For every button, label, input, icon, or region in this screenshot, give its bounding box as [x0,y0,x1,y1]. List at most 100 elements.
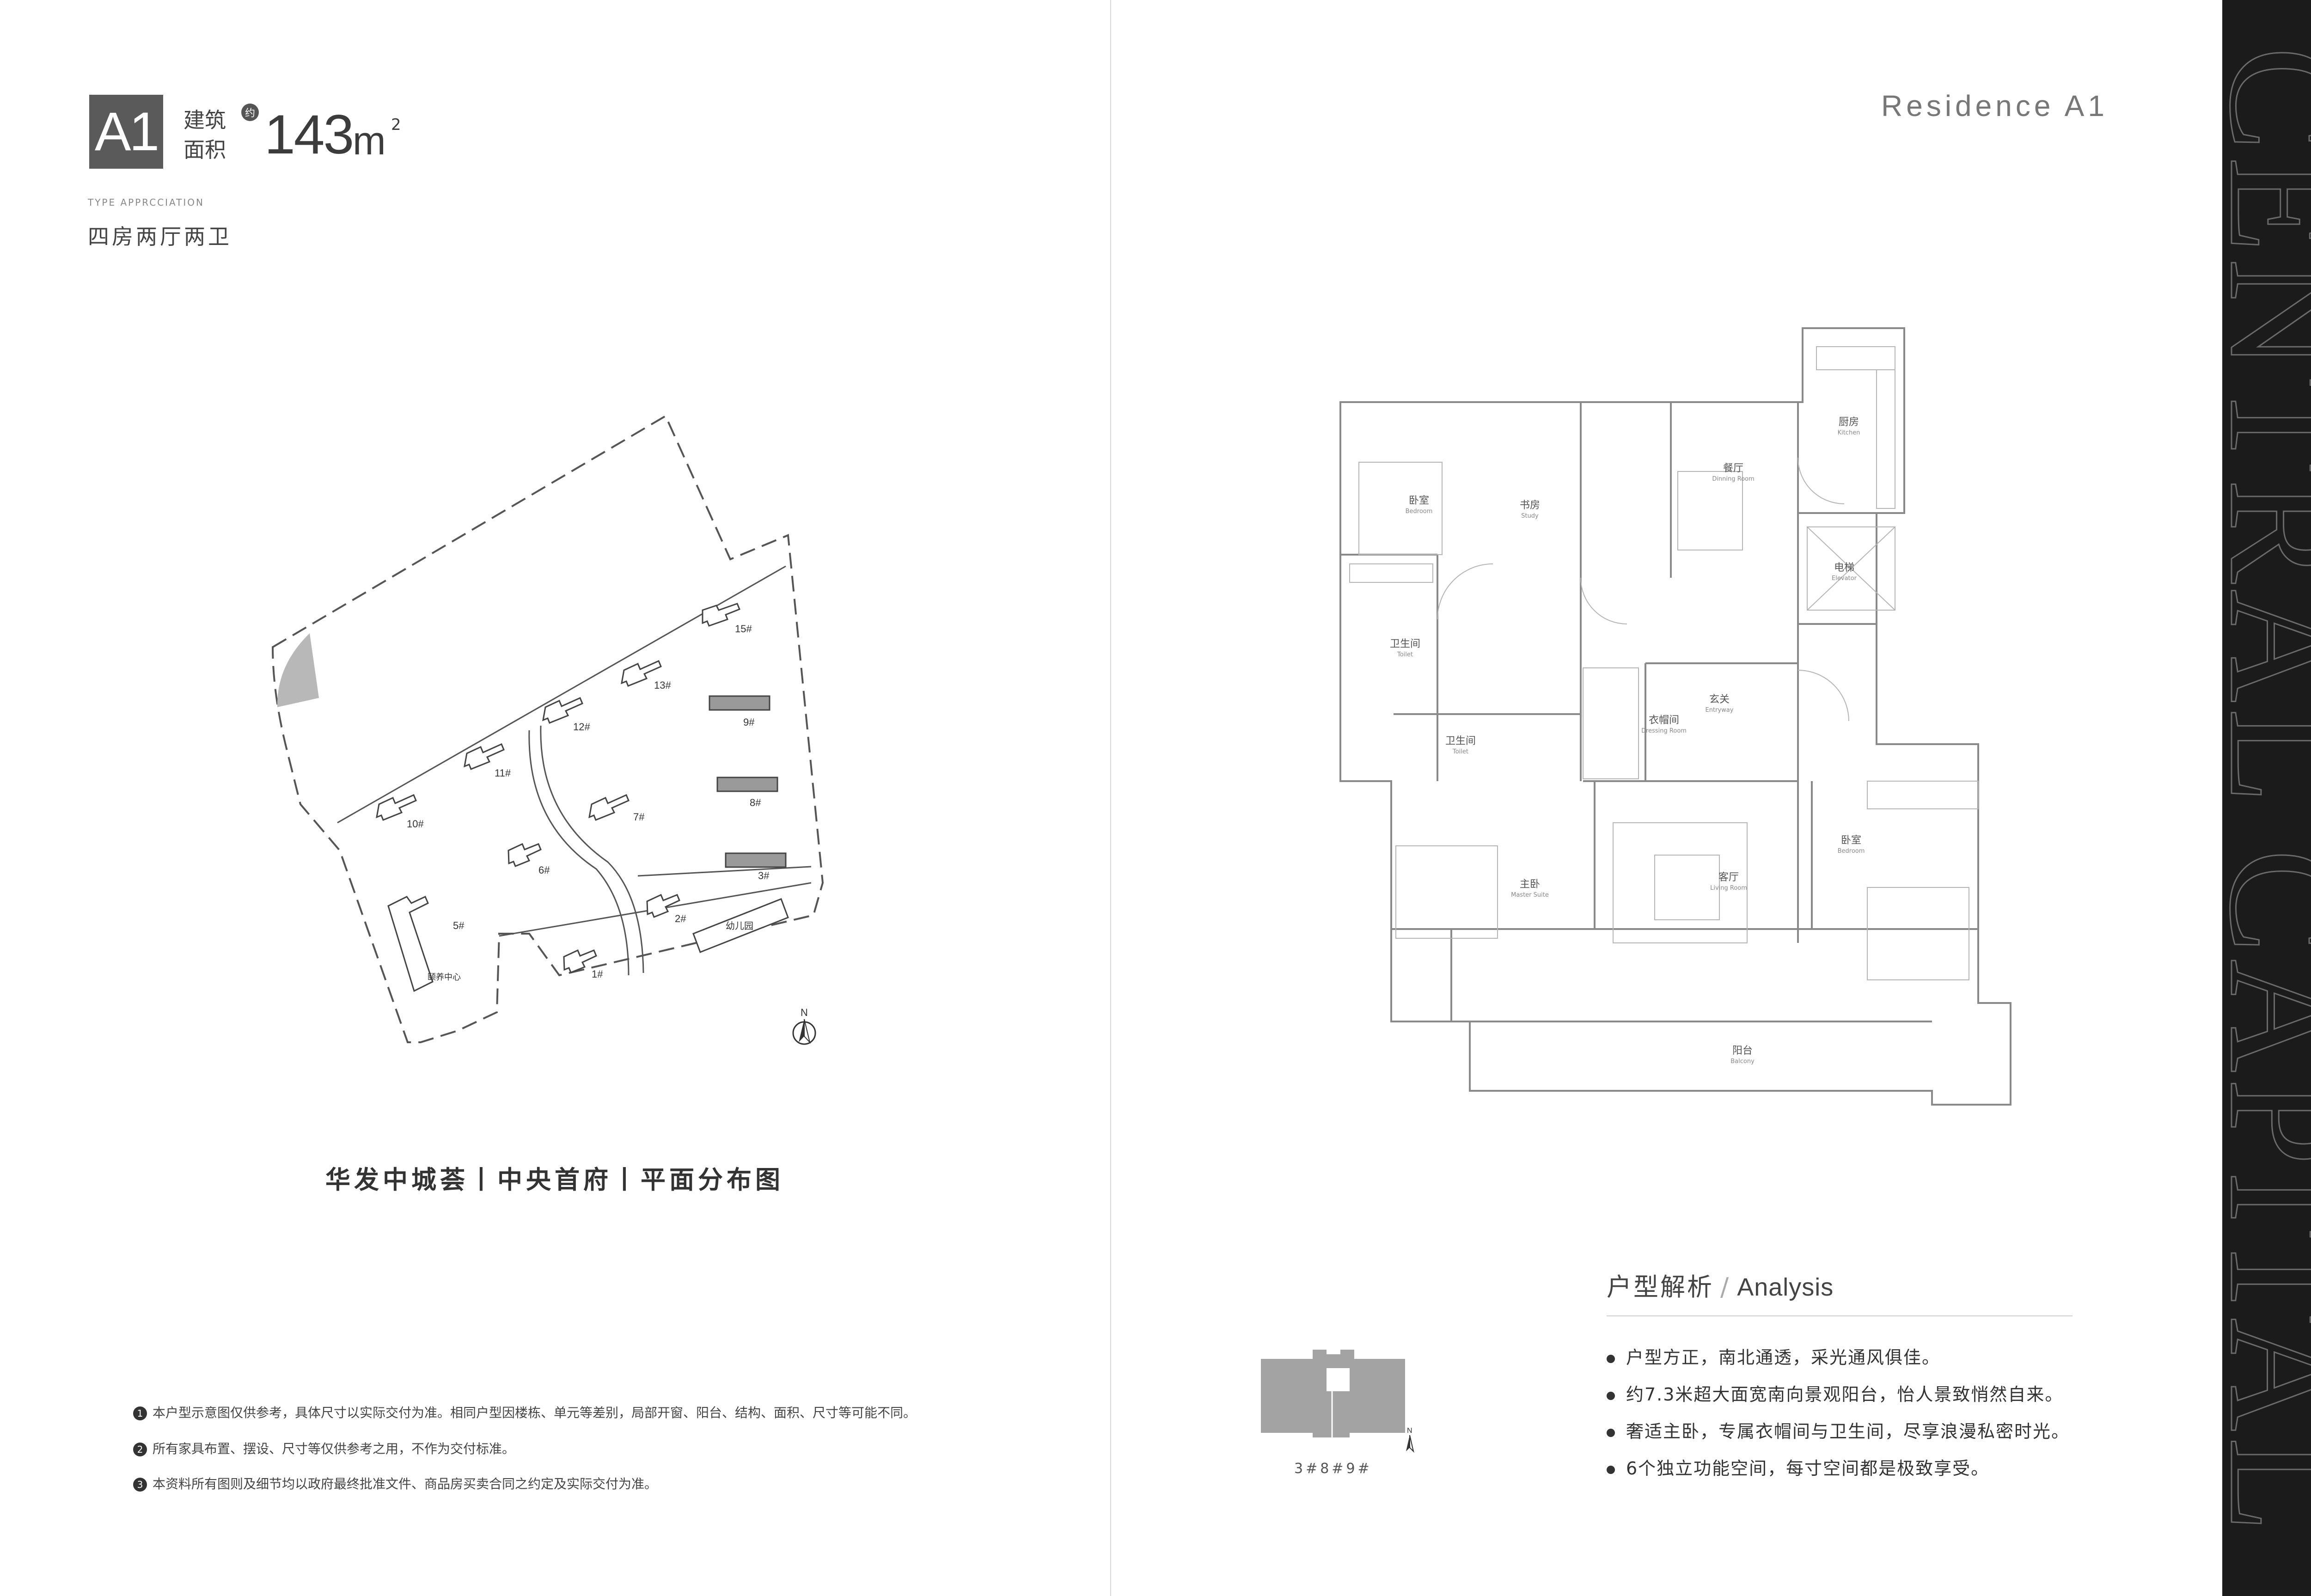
type-description: 四房两厅两卫 [88,224,232,249]
analysis-title-cn: 户型解析 [1607,1272,1714,1302]
room-toilet1-en: Toilet [1397,651,1413,658]
note-number: 3 [133,1478,147,1492]
note-text: 所有家具布置、摆设、尺寸等仅供参考之用，不作为交付标准。 [153,1441,515,1456]
site-plan-title: 华发中城荟丨中央首府丨平面分布图 [325,1165,784,1194]
note-3: 3 本资料所有图则及细节均以政府最终批准文件、商品房买卖合同之约定及实际交付为准。 [133,1474,657,1492]
area-label-line1: 建筑 [183,108,226,133]
room-entryway-cn: 玄关 [1709,694,1730,705]
room-dining-cn: 餐厅 [1723,463,1743,474]
area-value: 143 [264,104,354,165]
room-balcony-cn: 阳台 [1732,1045,1753,1057]
note-1: 1 本户型示意图仅供参考，具体尺寸以实际交付为准。相同户型因楼栋、单元等差别，局部… [133,1403,916,1421]
note-2: 2 所有家具布置、摆设、尺寸等仅供参考之用，不作为交付标准。 [133,1439,515,1457]
label-9: 9# [743,716,755,728]
analysis-bullet-3: 奢适主卧，专属衣帽间与卫生间，尽享浪漫私密时光。 [1607,1417,2070,1443]
label-5: 5# [453,920,465,931]
residence-label: Residence A1 [1881,89,2108,122]
room-living-cn: 客厅 [1718,872,1739,883]
room-master-en: Master Suite [1511,892,1549,899]
label-15: 15# [735,623,752,635]
room-study-en: Study [1521,513,1539,520]
north-arrow-icon: N [1406,1427,1414,1453]
unit-type-badge: A1 [89,95,163,169]
label-6: 6# [538,864,550,876]
building-15-shape [702,603,740,627]
bullet-dot [1607,1428,1615,1437]
label-13: 13# [654,679,671,691]
building-3-shape [725,852,787,868]
kindergarten-shape [692,898,789,953]
label-12: 12# [573,721,590,733]
analysis-bullet-2: 约7.3米超大面宽南向景观阳台，怡人景致悄然自来。 [1607,1380,2063,1406]
room-bedroom2-en: Bedroom [1838,848,1865,855]
building-1-shape [563,949,597,973]
analysis-title-separator: / [1720,1272,1731,1302]
building-6-shape [507,843,542,867]
label-2: 2# [675,913,686,924]
room-living-en: Living Room [1710,885,1747,892]
analysis-bullet-4: 6个独立功能空间，每寸空间都是极致享受。 [1607,1454,1989,1480]
label-10: 10# [407,818,424,830]
note-number: 1 [133,1406,147,1420]
room-bedroom1-en: Bedroom [1406,508,1433,515]
room-master-cn: 主卧 [1520,879,1540,890]
site-plan-map: 15# 13# 9# 12# 11# 8# 10# 7# 6# 3# 5# 2#… [271,415,824,1045]
floor-plan: 厨房 Kitchen 餐厅 Dinning Room 卧室 Bedroom 书房… [1339,327,2011,1106]
room-toilet2-en: Toilet [1452,748,1468,755]
building-11-shape [464,743,505,770]
bullet-dot [1607,1465,1615,1474]
room-study-cn: 书房 [1520,500,1540,511]
area-unit: m [353,119,386,163]
room-balcony-en: Balcony [1730,1058,1755,1065]
room-toilet2-cn: 卫生间 [1445,735,1476,747]
label-8: 8# [750,797,761,808]
label-3: 3# [758,870,770,881]
label-elderly-center: 颐养中心 [428,972,461,982]
type-subtitle-en: TYPE APPRCCIATION [88,197,204,208]
room-kitchen-en: Kitchen [1838,429,1860,436]
building-7-shape [588,794,630,821]
page-divider [1110,0,1111,1596]
area-unit-superscript: 2 [391,116,401,134]
label-7: 7# [633,811,645,823]
bullet-text: 户型方正，南北通透，采光通风俱佳。 [1626,1347,1941,1368]
approx-mark: 约 [241,104,259,121]
building-2-shape [646,893,680,918]
room-bedroom2-cn: 卧室 [1841,835,1861,846]
key-plan-label: 3#8#9# [1294,1461,1372,1477]
building-5-shape [387,895,434,992]
svg-text:N: N [801,1007,808,1018]
building-9-shape [709,695,770,711]
brand-band-text: CENTRAL CAPITAL [2222,46,2311,1539]
bullet-dot [1607,1354,1615,1363]
label-11: 11# [495,767,511,779]
svg-text:N: N [1407,1427,1412,1435]
room-entryway-en: Entryway [1706,707,1734,714]
room-toilet1-cn: 卫生间 [1390,638,1420,650]
analysis-divider [1607,1315,2073,1316]
building-12-shape [542,697,583,724]
bullet-text: 奢适主卧，专属衣帽间与卫生间，尽享浪漫私密时光。 [1626,1421,2070,1442]
bullet-text: 6个独立功能空间，每寸空间都是极致享受。 [1626,1458,1990,1479]
room-elevator-en: Elevator [1832,575,1857,582]
note-number: 2 [133,1443,147,1456]
room-elevator-cn: 电梯 [1834,562,1854,574]
analysis-bullet-1: 户型方正，南北通透，采光通风俱佳。 [1607,1343,1940,1369]
label-kindergarten: 幼儿园 [726,921,753,931]
building-10-shape [376,794,417,821]
note-text: 本资料所有图则及细节均以政府最终批准文件、商品房买卖合同之约定及实际交付为准。 [153,1476,658,1492]
room-dressing-en: Dressing Room [1641,728,1687,734]
label-1: 1# [592,968,603,980]
brand-band: CENTRAL CAPITAL [2222,0,2311,1596]
analysis-title-en: Analysis [1737,1273,1834,1301]
key-plan: N [1261,1350,1414,1453]
bullet-text: 约7.3米超大面宽南向景观阳台，怡人景致悄然自来。 [1626,1384,2064,1405]
building-13-shape [621,660,662,687]
analysis-title: 户型解析/Analysis [1607,1266,1834,1303]
note-text: 本户型示意图仅供参考，具体尺寸以实际交付为准。相同户型因楼栋、单元等差别，局部开… [153,1405,917,1420]
area-label-line2: 面积 [183,137,226,162]
north-arrow-icon: N [792,1007,816,1045]
bullet-dot [1607,1391,1615,1400]
building-8-shape [716,777,778,792]
room-dining-en: Dinning Room [1712,476,1754,483]
